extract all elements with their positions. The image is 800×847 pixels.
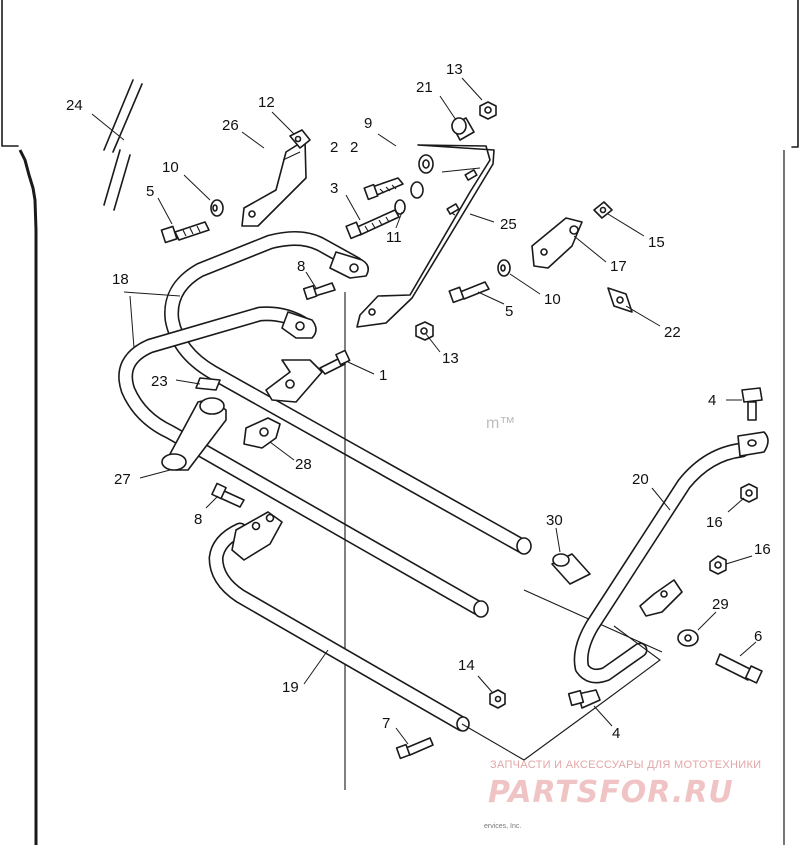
callout-12: 12 xyxy=(258,94,275,111)
callout-24: 24 xyxy=(66,97,83,114)
callout-2b: 2 xyxy=(350,139,358,156)
callout-29: 29 xyxy=(712,596,729,613)
part-27-strut xyxy=(161,397,227,471)
callout-7: 7 xyxy=(382,715,390,732)
part-12-clip xyxy=(289,129,311,149)
callout-30: 30 xyxy=(546,512,563,529)
callout-26: 26 xyxy=(222,117,239,134)
callout-17: 17 xyxy=(610,258,627,275)
callout-23: 23 xyxy=(151,373,168,390)
bolt-4-lower xyxy=(567,689,601,709)
part-30-sleeve xyxy=(523,553,663,653)
callout-18: 18 xyxy=(112,271,129,288)
bolt-1 xyxy=(195,349,351,391)
callout-13a: 13 xyxy=(446,61,463,78)
watermark: ЗАПЧАСТИ И АКСЕССУАРЫ ДЛЯ МОТОТЕХНИКИ PA… xyxy=(488,759,761,810)
part-26-plate xyxy=(241,139,307,227)
callout-10a: 10 xyxy=(162,159,179,176)
bolts-upper xyxy=(345,177,404,240)
callout-10b: 10 xyxy=(544,291,561,308)
callout-25: 25 xyxy=(500,216,517,233)
nut-13-lower xyxy=(415,321,434,341)
callout-20: 20 xyxy=(632,471,649,488)
callout-28: 28 xyxy=(295,456,312,473)
callout-1: 1 xyxy=(379,367,387,384)
washers-upper xyxy=(210,101,497,217)
callout-2a: 2 xyxy=(330,139,338,156)
tm-fragment: m™ xyxy=(486,415,515,432)
bolt-4-top xyxy=(709,387,763,575)
callouts: 24 26 12 2 9 2 21 13 10 5 3 11 25 15 17 … xyxy=(66,61,771,745)
callout-16b: 16 xyxy=(754,541,771,558)
callout-4b: 4 xyxy=(612,725,620,742)
part-24-rod xyxy=(103,79,143,211)
nut-14-bolt-7 xyxy=(395,689,506,760)
part-19-lower-bar xyxy=(208,511,525,761)
callout-19: 19 xyxy=(282,679,299,696)
part-25-bracket xyxy=(344,144,495,790)
callout-22: 22 xyxy=(664,324,681,341)
part-20-bar xyxy=(523,431,769,761)
bolt-8-upper xyxy=(302,282,336,301)
callout-15: 15 xyxy=(648,234,665,251)
bolt-8-lower xyxy=(211,482,245,508)
watermark-subtitle: ЗАПЧАСТИ И АКСЕССУАРЫ ДЛЯ МОТОТЕХНИКИ xyxy=(490,759,761,771)
cluster-right xyxy=(448,201,633,313)
callout-13b: 13 xyxy=(442,350,459,367)
part-18-upper-bar xyxy=(118,231,532,618)
callout-6: 6 xyxy=(754,628,762,645)
copyright-fragment: ervices, Inc. xyxy=(484,823,521,830)
clamp-28 xyxy=(243,359,323,449)
callout-21: 21 xyxy=(416,79,433,96)
watermark-brand: PARTSFOR.RU xyxy=(488,775,734,810)
callout-3: 3 xyxy=(330,180,338,197)
part-29-6 xyxy=(677,629,763,684)
callout-8b: 8 xyxy=(194,511,202,528)
callout-9: 9 xyxy=(364,115,372,132)
callout-5b: 5 xyxy=(505,303,513,320)
callout-14: 14 xyxy=(458,657,475,674)
callout-8a: 8 xyxy=(297,258,305,275)
callout-4a: 4 xyxy=(708,392,716,409)
bolt-5-left xyxy=(160,221,210,244)
callout-27: 27 xyxy=(114,471,131,488)
callout-11: 11 xyxy=(386,229,402,246)
callout-5a: 5 xyxy=(146,183,154,200)
callout-16a: 16 xyxy=(706,514,723,531)
